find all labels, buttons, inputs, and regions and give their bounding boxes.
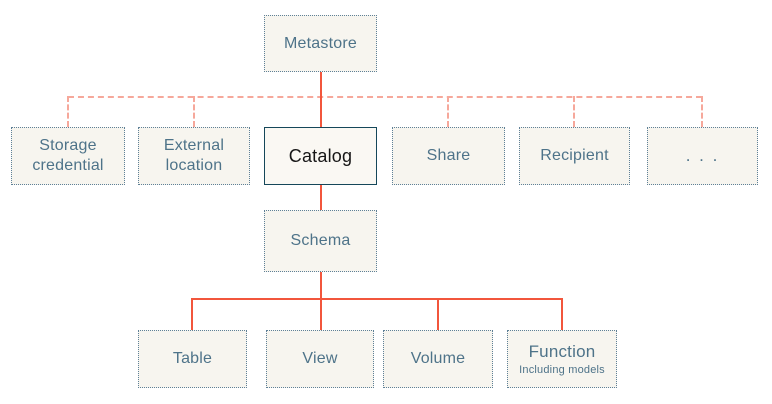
connector-schema-table (191, 298, 193, 330)
node-share-label: Share (426, 147, 471, 164)
node-share: Share (392, 127, 505, 185)
connector-metastore-catalog (320, 72, 322, 127)
node-metastore: Metastore (264, 15, 377, 72)
node-schema-label: Schema (290, 232, 351, 249)
node-function-sublabel: Including models (519, 363, 605, 376)
node-storage-credential-label: Storage credential (32, 137, 104, 174)
node-catalog-label: Catalog (288, 145, 353, 166)
node-more: . . . (647, 127, 758, 185)
node-table: Table (138, 330, 247, 388)
node-table-label: Table (172, 350, 213, 367)
node-view: View (266, 330, 374, 388)
connector-schema-volume (437, 298, 439, 330)
connector-dashed-more (701, 96, 703, 127)
node-recipient: Recipient (519, 127, 630, 185)
node-function-label: Function (528, 342, 596, 362)
node-view-label: View (302, 350, 338, 367)
connector-solid-horizontal (192, 298, 563, 300)
connector-catalog-schema (320, 185, 322, 210)
connector-dashed-external-location (193, 96, 195, 127)
node-external-location: External location (138, 127, 250, 185)
node-volume-label: Volume (410, 350, 466, 367)
node-metastore-label: Metastore (284, 34, 357, 52)
connector-dashed-storage-credential (67, 96, 69, 127)
node-more-label: . . . (685, 146, 720, 166)
node-recipient-label: Recipient (540, 147, 609, 164)
node-storage-credential: Storage credential (11, 127, 125, 185)
node-external-location-label: External location (163, 137, 225, 174)
node-function: Function Including models (507, 330, 617, 388)
connector-dashed-recipient (573, 96, 575, 127)
connector-schema-function (561, 298, 563, 330)
node-schema: Schema (264, 210, 377, 272)
connector-dashed-horizontal (68, 96, 702, 98)
node-catalog: Catalog (264, 127, 377, 185)
node-volume: Volume (383, 330, 493, 388)
connector-dashed-share (447, 96, 449, 127)
connector-schema-children (320, 272, 322, 330)
